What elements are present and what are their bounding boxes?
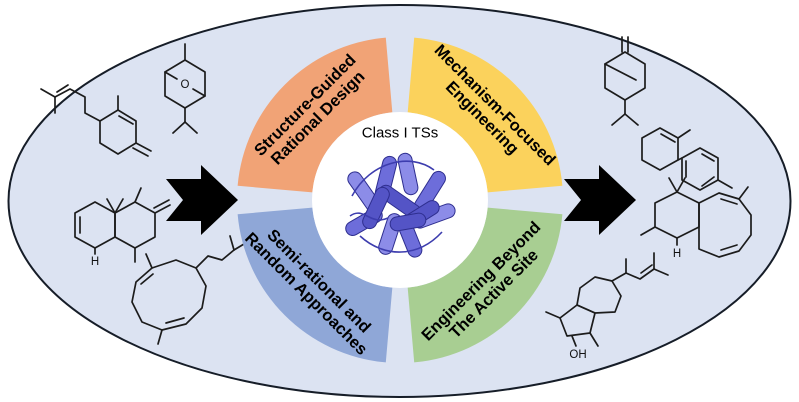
quadrant-mechanism-focused [407,37,563,193]
molecule-pinene-icon [604,36,646,126]
molecule-macrocycle-left-icon [131,235,245,345]
hydrogen-label: H [673,248,681,260]
molecule-fused-bicyclic-icon: H [74,187,171,268]
protein-loop-strokes [349,160,443,253]
quadrant-semi-rational [237,207,393,363]
molecule-hydroxyl-diterpene-icon: OH [545,252,669,361]
hydroxyl-label: OH [569,349,586,361]
quadrant-beyond-active-site [407,207,563,363]
molecule-macrocycle-right-icon: H [640,177,752,260]
oxygen-label: O [181,79,190,91]
center-title: Class I TSs [361,124,439,142]
protein-ribbon-illustration [345,152,456,258]
left-arrow-icon [166,165,238,235]
right-arrow-icon [564,165,636,235]
molecule-aromatic-icon [641,127,733,191]
molecule-monoterpene-chain-icon [40,84,152,157]
molecule-bicyclic-ether-icon: O [164,43,206,134]
quadrant-structure-guided [237,37,393,193]
hydrogen-label: H [91,256,99,268]
